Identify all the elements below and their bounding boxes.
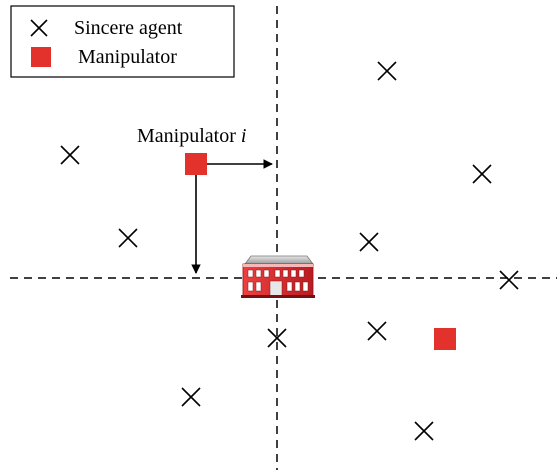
legend-sincere-label: Sincere agent bbox=[74, 17, 183, 39]
sincere-agents bbox=[60, 61, 519, 441]
sincere-agent-marker bbox=[414, 421, 434, 441]
manipulator-marker bbox=[434, 328, 456, 350]
sincere-agent-marker bbox=[118, 228, 138, 248]
sincere-agent-marker bbox=[472, 164, 492, 184]
building-icon bbox=[241, 255, 315, 298]
legend: Sincere agent Manipulator bbox=[10, 5, 235, 78]
red-square-icon bbox=[31, 47, 51, 67]
sincere-agent-marker bbox=[367, 321, 387, 341]
sincere-agent-marker bbox=[359, 232, 379, 252]
x-mark-icon bbox=[30, 19, 48, 37]
sincere-agent-marker bbox=[267, 328, 287, 348]
sincere-agent-marker bbox=[60, 145, 80, 165]
manipulator-marker bbox=[185, 153, 207, 175]
manipulator-i-annotation: Manipulator i bbox=[137, 125, 246, 147]
manipulator-annotation-text: Manipulator bbox=[137, 125, 241, 147]
sincere-agent-marker bbox=[499, 270, 519, 290]
manipulator-annotation-index: i bbox=[241, 125, 247, 147]
sincere-agent-marker bbox=[181, 387, 201, 407]
legend-manipulator-label: Manipulator bbox=[78, 46, 177, 68]
sincere-agent-marker bbox=[377, 61, 397, 81]
